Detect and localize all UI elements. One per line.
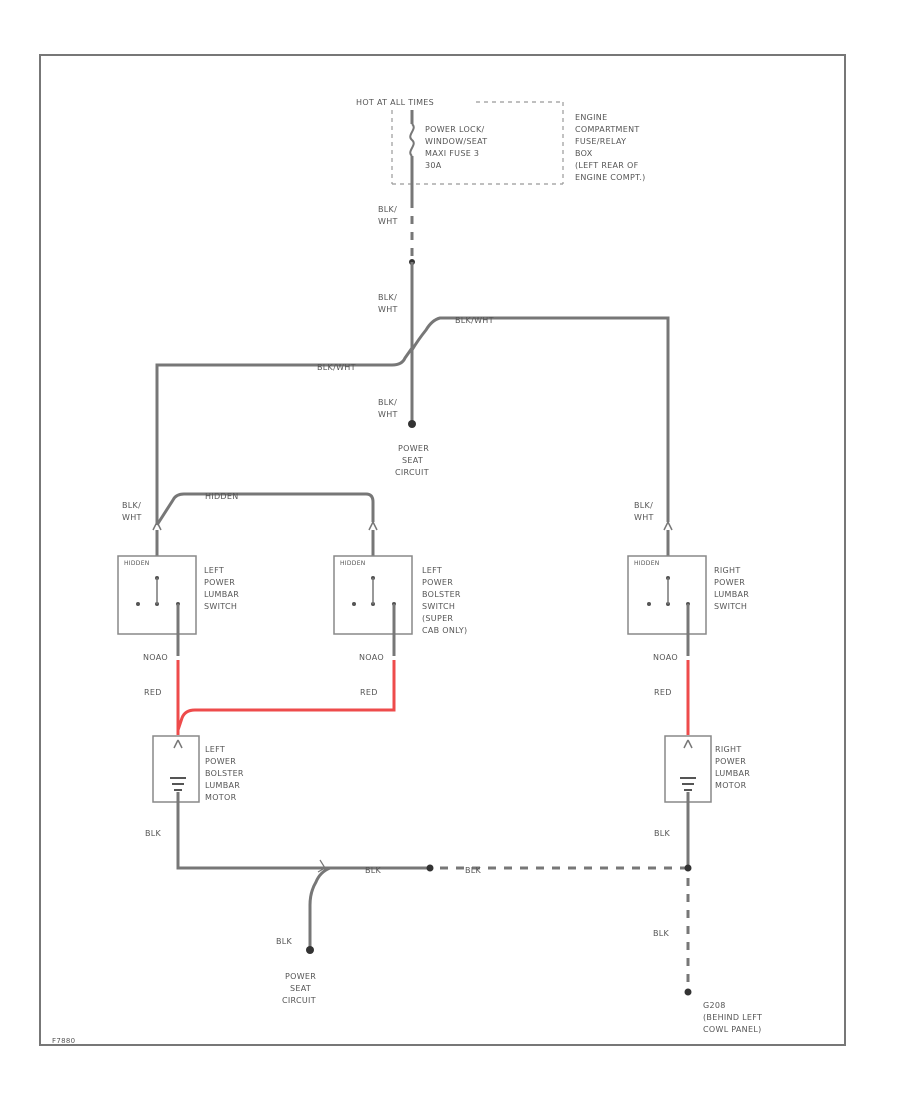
blk-wire-label-4: BLK [653, 929, 670, 938]
right-run-wire-label: BLK/WHT [455, 316, 494, 325]
fuse-symbol [409, 123, 415, 157]
left-bolster-switch-contact-left [352, 602, 356, 606]
blk-wire-label-1: BLK [145, 829, 162, 838]
fuse-box-location-label: ENGINE COMPARTMENT FUSE/RELAY BOX (LEFT … [575, 113, 646, 182]
lower-power-seat-branch [308, 866, 331, 948]
ground-point-g208 [684, 988, 692, 996]
feed-wire-label-3: BLK/ WHT [378, 398, 400, 419]
power-seat-circuit-connector-top [408, 420, 416, 428]
left-ground-wire [176, 808, 430, 870]
link-wire-label: HIDDEN [205, 492, 239, 501]
red-wire-label-1: RED [144, 688, 162, 697]
red-wire-left-bolster [176, 660, 396, 731]
left-bolster-switch-top-pin: HIDDEN [340, 560, 366, 567]
left-run-to-down [155, 343, 414, 525]
power-seat-circuit-label-top: POWER SEAT CIRCUIT [395, 444, 432, 477]
figure-code: F7880 [52, 1037, 75, 1045]
right-motor-symbol [680, 777, 696, 791]
left-switch-feed-label: BLK/ WHT [122, 501, 144, 522]
right-switch-feed-label: BLK/ WHT [634, 501, 656, 522]
left-switch-link-wire [155, 492, 375, 526]
left-bolster-lumbar-motor [152, 735, 200, 803]
left-bolster-switch-label: LEFT POWER BOLSTER SWITCH (SUPER CAB ONL… [422, 566, 467, 635]
ground-splice-right [684, 864, 692, 872]
feed-wire-label-1: BLK/ WHT [378, 205, 400, 226]
right-lumbar-switch-label: RIGHT POWER LUMBAR SWITCH [714, 566, 752, 611]
blk-run-label-2: BLK [465, 866, 482, 875]
fuse-label: POWER LOCK/ WINDOW/SEAT MAXI FUSE 3 30A [425, 125, 490, 170]
left-lumbar-switch-contact-left [136, 602, 140, 606]
left-bolster-switch-bottom-pin: NOAO [359, 653, 384, 662]
left-lumbar-switch-label: LEFT POWER LUMBAR SWITCH [204, 566, 242, 611]
left-run-wire-label: BLK/WHT [317, 363, 356, 372]
lower-branch-connector [317, 859, 326, 873]
feed-to-right-run [410, 316, 670, 522]
ground-splice-left [426, 864, 434, 872]
left-motor-connector-top [173, 739, 183, 749]
left-lumbar-switch-top-pin: HIDDEN [124, 560, 150, 567]
right-motor-label: RIGHT POWER LUMBAR MOTOR [715, 745, 753, 790]
feed-wire-label-2: BLK/ WHT [378, 293, 400, 314]
right-lumbar-switch-connector-top [663, 521, 673, 531]
left-lumbar-switch-connector-top [152, 521, 162, 531]
right-motor-connector-top [683, 739, 693, 749]
left-motor-label: LEFT POWER BOLSTER LUMBAR MOTOR [205, 745, 247, 802]
diagram-frame [39, 54, 846, 1046]
power-seat-circuit-label-bottom: POWER SEAT CIRCUIT [282, 972, 319, 1005]
red-wire-label-3: RED [654, 688, 672, 697]
left-lumbar-switch-bottom-pin: NOAO [143, 653, 168, 662]
right-lumbar-switch-contact-left [647, 602, 651, 606]
right-lumbar-switch-bottom-pin: NOAO [653, 653, 678, 662]
blk-wire-label-2: BLK [654, 829, 671, 838]
red-wire-label-2: RED [360, 688, 378, 697]
blk-run-label-1: BLK [365, 866, 382, 875]
power-seat-circuit-connector-bottom [306, 946, 314, 954]
left-motor-symbol [170, 777, 186, 791]
left-bolster-switch-connector-top [368, 521, 378, 531]
ground-label: G208 (BEHIND LEFT COWL PANEL) [703, 1001, 765, 1034]
right-lumbar-switch [627, 555, 707, 635]
hot-at-all-times-label: HOT AT ALL TIMES [356, 98, 434, 107]
blk-wire-label-3: BLK [276, 937, 293, 946]
right-lumbar-switch-top-pin: HIDDEN [634, 560, 660, 567]
